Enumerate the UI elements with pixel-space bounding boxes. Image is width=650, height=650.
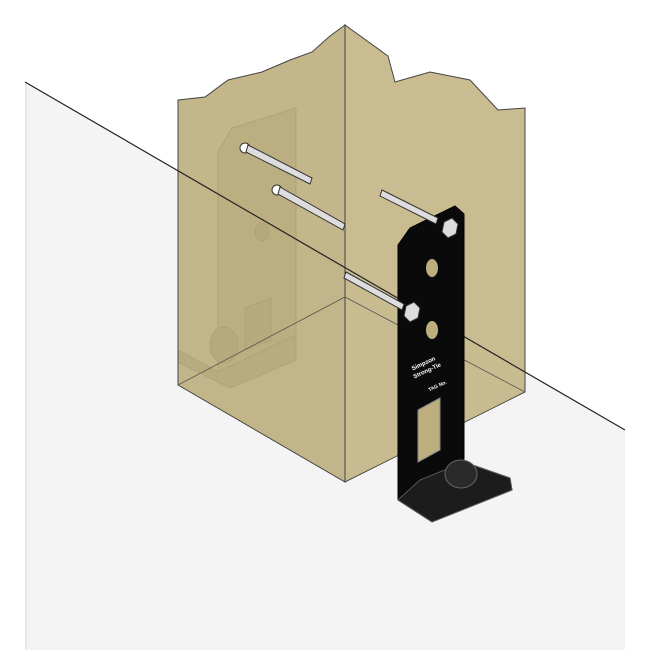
- post-left-face: [177, 24, 346, 483]
- screws-gray: [239, 142, 346, 231]
- black-bracket: Simpson Strong-Tie TAG No.: [397, 205, 513, 523]
- floor-edge-line: [24, 81, 626, 431]
- wood-post: [177, 24, 526, 483]
- hex-nut-lower: [403, 301, 421, 323]
- screws-black: [343, 189, 439, 311]
- floor-plane-upper: [25, 82, 27, 650]
- hex-nut-upper: [441, 217, 459, 239]
